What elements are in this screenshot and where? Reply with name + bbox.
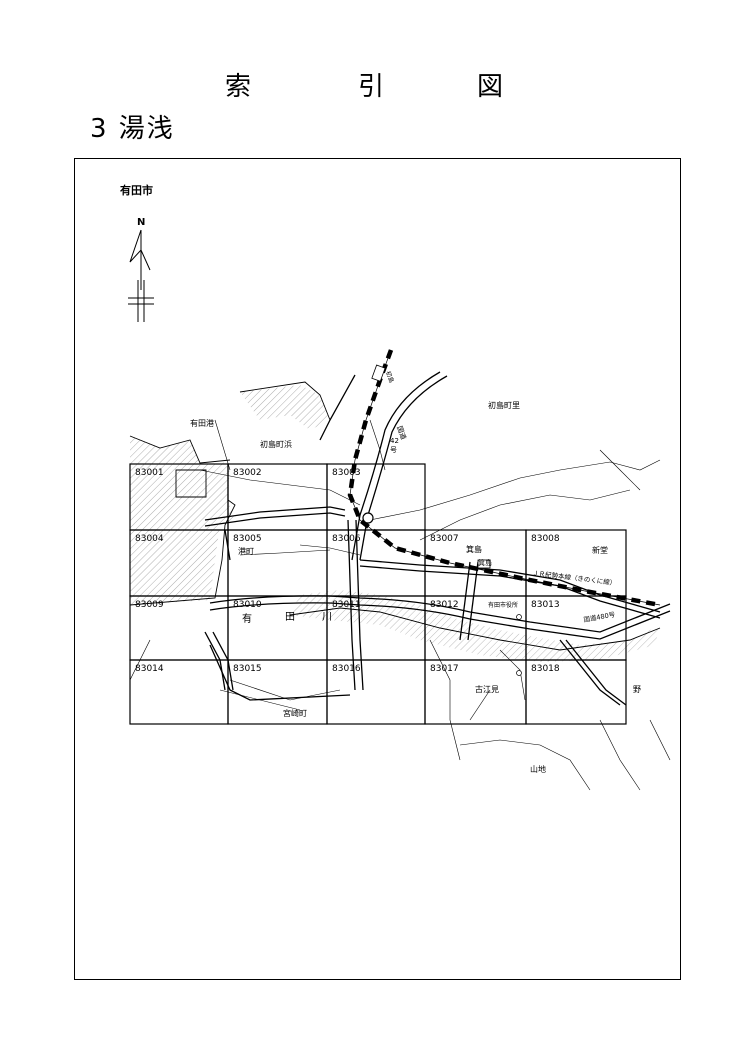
- office-marker: [516, 670, 522, 676]
- sheet-code[interactable]: 83012: [430, 600, 459, 610]
- minor-roads: [129, 419, 671, 791]
- title-char-1: 索: [225, 72, 252, 102]
- coastline: [129, 381, 661, 651]
- hatsushima-station-marker: [371, 364, 386, 382]
- sheet-code[interactable]: 83013: [531, 600, 560, 610]
- title-char-2: 引: [358, 72, 385, 102]
- place-label: 初島町里: [488, 400, 520, 410]
- route-label: 国道480号: [583, 609, 616, 623]
- sheet-code[interactable]: 83009: [135, 600, 164, 610]
- station-label: 初島: [384, 370, 396, 384]
- map-frame: [74, 158, 681, 980]
- sheet-code[interactable]: 83007: [430, 534, 459, 544]
- river-label: 川: [322, 612, 332, 623]
- sheet-code[interactable]: 83008: [531, 534, 560, 544]
- section-heading: 3 湯浅: [90, 114, 175, 144]
- sheet-code[interactable]: 83004: [135, 534, 164, 544]
- place-label: 港町: [238, 546, 254, 556]
- place-label: 山地: [530, 764, 546, 774]
- sheet-code[interactable]: 83003: [332, 468, 361, 478]
- coastline-hatch: [130, 385, 660, 662]
- sheet-code[interactable]: 83006: [332, 534, 361, 544]
- sheet-grid: [129, 463, 627, 725]
- city-label: 有田市: [120, 183, 153, 197]
- sheet-code[interactable]: 83002: [233, 468, 262, 478]
- interchange-marker: [362, 512, 374, 524]
- place-label: 有田港: [190, 418, 214, 428]
- river-label: 田: [285, 612, 295, 623]
- place-label: 古江見: [475, 684, 499, 694]
- title-char-3: 図: [477, 72, 504, 102]
- page-title: 索 引 図: [0, 66, 750, 106]
- route-label: 号: [390, 446, 397, 454]
- place-label: 有田市役所: [488, 601, 518, 609]
- city-hall-marker: [516, 614, 522, 620]
- sheet-codes: 83001 83002 83003 83004 83005 83006 8300…: [135, 468, 560, 674]
- sheet-code[interactable]: 83014: [135, 664, 164, 674]
- place-labels: 有田港 初島町浜 初島町里 港町 箕島 箕島 新堂 有 田 川 有田市役所 古江…: [190, 370, 641, 774]
- river-label: 有: [242, 612, 252, 625]
- north-arrow-icon: N: [128, 217, 154, 322]
- sheet-code[interactable]: 83010: [233, 600, 262, 610]
- place-label: 野: [633, 685, 641, 694]
- sheet-code[interactable]: 83001: [135, 468, 164, 478]
- place-label: 新堂: [592, 545, 608, 555]
- sheet-code[interactable]: 83005: [233, 534, 262, 544]
- sheet-code[interactable]: 83011: [332, 600, 361, 610]
- north-label: N: [137, 217, 145, 228]
- jr-railway: [347, 349, 661, 608]
- place-label: 箕島: [478, 558, 492, 567]
- place-label: 宮崎町: [283, 708, 307, 718]
- sheet-code[interactable]: 83015: [233, 664, 262, 674]
- sheet-code[interactable]: 83016: [332, 664, 361, 674]
- minoshima-station-marker: [477, 559, 491, 569]
- route-label: 42: [390, 437, 399, 445]
- place-label: 箕島: [466, 544, 482, 554]
- sheet-code[interactable]: 83018: [531, 664, 560, 674]
- sheet-code[interactable]: 83017: [430, 664, 459, 674]
- place-label: 初島町浜: [260, 439, 292, 449]
